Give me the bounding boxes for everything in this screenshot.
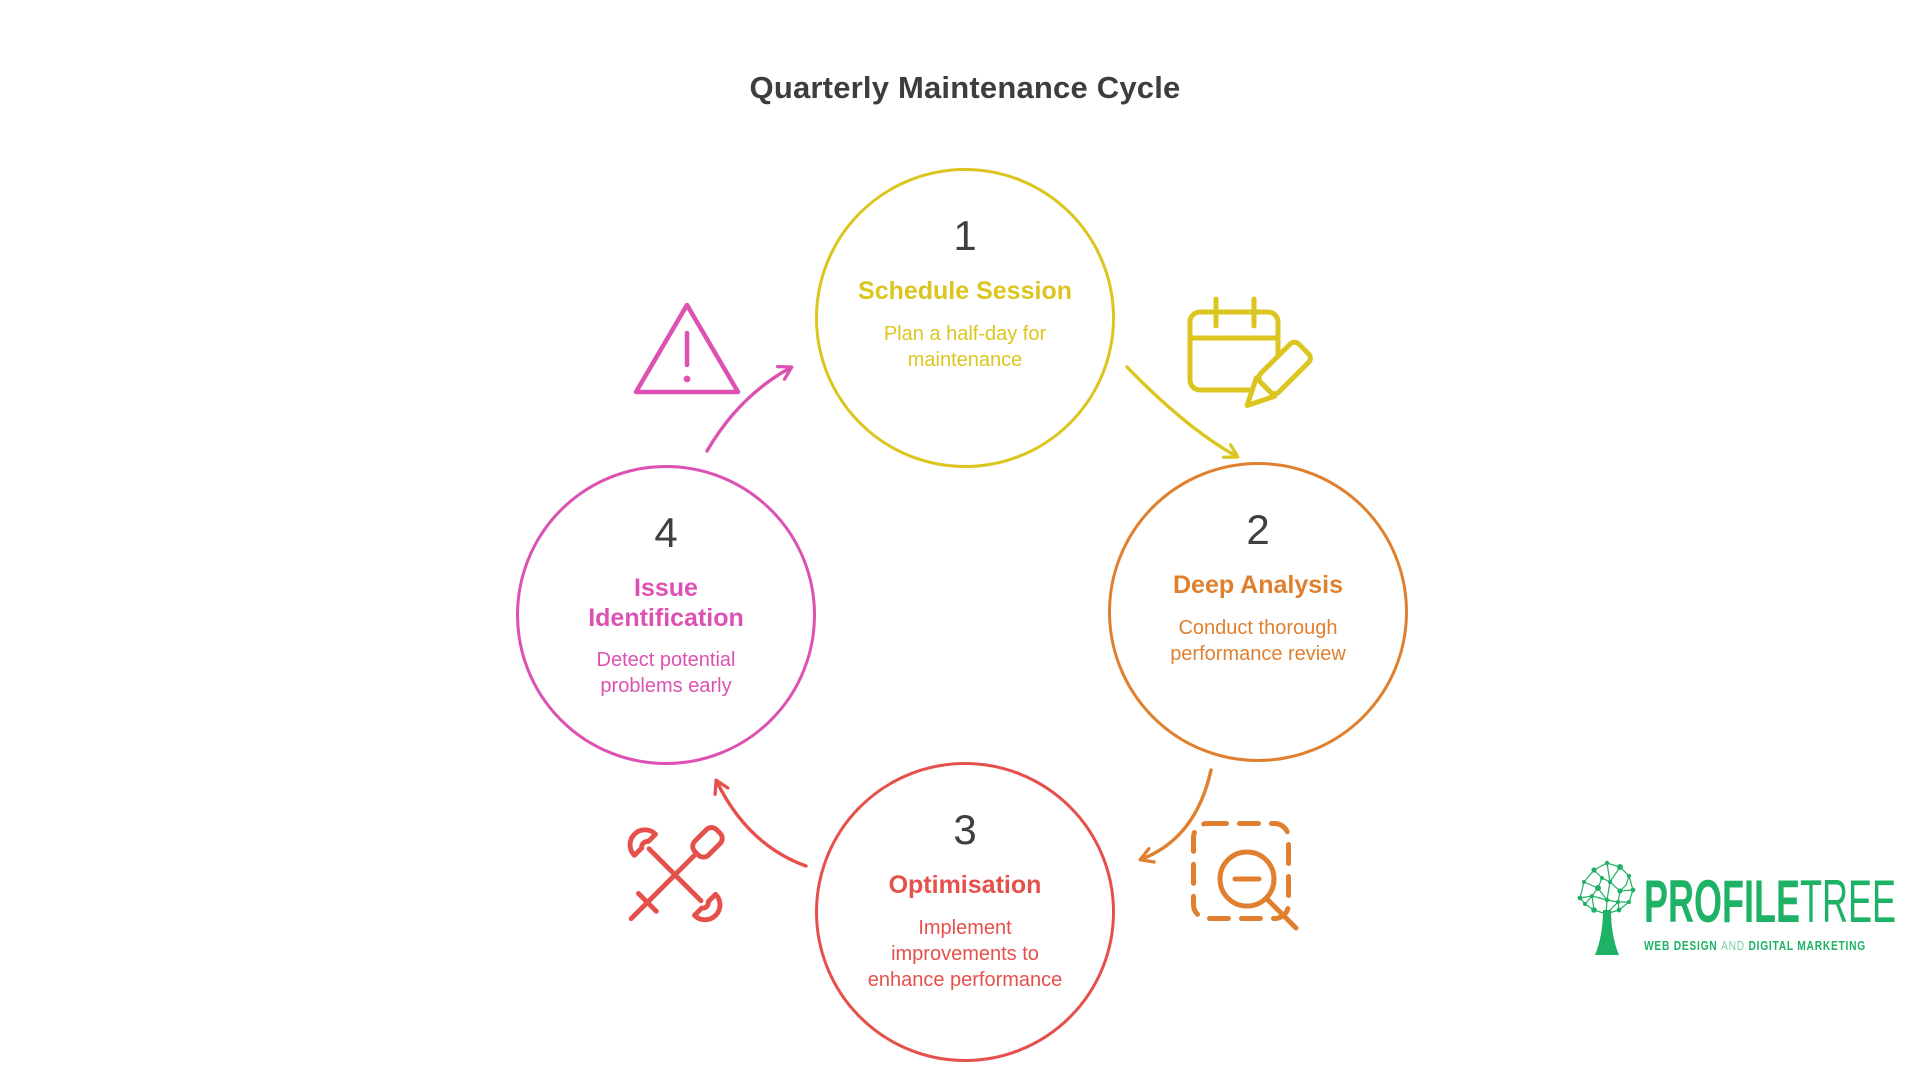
step-number: 1	[953, 212, 977, 259]
step-title: Schedule Session	[858, 277, 1072, 305]
step-description: Detect potential problems early	[596, 649, 736, 697]
step-description: Implement improvements to enhance perfor…	[867, 916, 1063, 991]
brand-tree: TREE	[1800, 868, 1897, 935]
step-node-4-content: 4 Issue Identification Detect potential …	[519, 468, 813, 762]
step-title: Optimisation	[888, 871, 1042, 899]
profiletree-logo: PROFILETREE WEB DESIGN AND DIGITAL MARKE…	[1574, 856, 1904, 968]
screwdriver-guard	[636, 891, 659, 914]
step-description: Conduct thorough performance review	[1170, 616, 1346, 665]
crossed-tools-icon	[627, 825, 725, 923]
calendar-edit-icon	[1187, 296, 1313, 408]
step-title: Deep Analysis	[1173, 571, 1343, 599]
step-description: Plan a half-day for maintenance	[883, 322, 1047, 371]
wrench-head-bottom	[692, 891, 723, 923]
tagline-web-design: WEB DESIGN	[1644, 939, 1718, 953]
brand-tagline: WEB DESIGN AND DIGITAL MARKETING	[1644, 939, 1866, 953]
pencil-glyph	[1244, 339, 1313, 408]
profiletree-logo-text: PROFILETREE WEB DESIGN AND DIGITAL MARKE…	[1644, 872, 1920, 955]
tagline-and: AND	[1721, 939, 1745, 953]
step-node-2: 2 Deep Analysis Conduct thorough perform…	[1108, 462, 1408, 762]
magnifier-handle	[1264, 896, 1299, 931]
brand-wordmark: PROFILETREE	[1644, 872, 1896, 932]
wrench-head-top	[627, 827, 658, 858]
step-number: 3	[953, 806, 977, 853]
profiletree-tree-icon	[1577, 860, 1636, 955]
screwdriver-handle	[690, 825, 725, 860]
step-node-2-content: 2 Deep Analysis Conduct thorough perform…	[1111, 465, 1405, 759]
step-number: 4	[654, 509, 678, 556]
brand-profile: PROFILE	[1644, 868, 1801, 935]
calendar-body	[1187, 309, 1281, 393]
pencil-body	[1256, 339, 1313, 397]
step-title: Issue Identification	[588, 574, 744, 632]
warning-triangle-icon	[633, 302, 741, 395]
exclamation-dot	[683, 375, 691, 383]
step-node-4: 4 Issue Identification Detect potential …	[516, 465, 816, 765]
page-title: Quarterly Maintenance Cycle	[749, 70, 1181, 105]
tree-trunk	[1595, 910, 1619, 955]
step-node-1: 1 Schedule Session Plan a half-day for m…	[815, 168, 1115, 468]
step-node-3-content: 3 Optimisation Implement improvements to…	[818, 765, 1112, 1059]
dashed-frame	[1191, 821, 1291, 921]
screwdriver-shaft	[628, 849, 701, 922]
tagline-digital-marketing: DIGITAL MARKETING	[1748, 939, 1866, 953]
wrench-handle	[646, 846, 704, 904]
zoom-out-frame-icon	[1191, 821, 1299, 931]
step-number: 2	[1246, 506, 1270, 553]
step-node-3: 3 Optimisation Implement improvements to…	[815, 762, 1115, 1062]
triangle-outline	[633, 302, 741, 395]
step-node-1-content: 1 Schedule Session Plan a half-day for m…	[818, 171, 1112, 465]
